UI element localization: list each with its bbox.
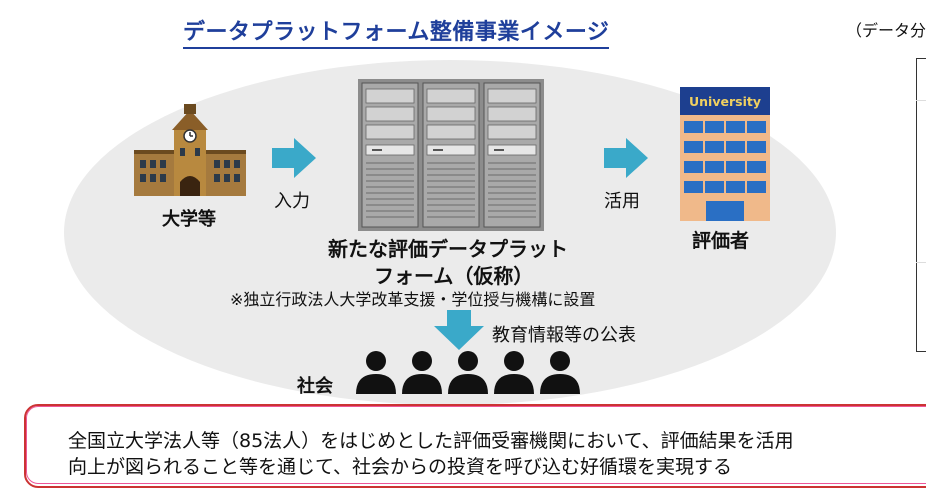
- side-document-divider: [916, 100, 926, 101]
- university-sign-text: University: [689, 94, 761, 109]
- platform-label-line1: 新たな評価データプラット: [328, 237, 568, 261]
- summary-line2: 向上が図られること等を通じて、社会からの投資を呼び込む好循環を実現する: [68, 456, 733, 478]
- university-label: 大学等: [162, 209, 216, 230]
- arrow-right-icon: [272, 138, 316, 178]
- use-label: 活用: [604, 191, 640, 212]
- publication-label: 教育情報等の公表: [492, 325, 636, 346]
- university-building-icon: [134, 104, 246, 196]
- people-icon: [356, 351, 580, 394]
- society-label: 社会: [297, 376, 333, 397]
- side-document-divider: [916, 262, 926, 263]
- data-category-note: （データ分: [846, 21, 926, 40]
- arrow-right-icon: [604, 138, 648, 178]
- platform-label-line2: フォーム（仮称）: [374, 264, 534, 288]
- side-document-frame: [916, 58, 926, 352]
- summary-line1: 全国立大学法人等（85法人）をはじめとした評価受審機関において、評価結果を活用: [68, 430, 794, 452]
- input-label: 入力: [274, 191, 310, 212]
- office-building-icon: University: [680, 87, 770, 221]
- arrow-down-icon: [434, 310, 484, 350]
- evaluator-label: 評価者: [692, 230, 750, 252]
- platform-note: ※独立行政法人大学改革支援・学位授与機構に設置: [230, 290, 596, 309]
- server-rack-icon: [358, 79, 544, 231]
- page-title: データプラットフォーム整備事業イメージ: [183, 14, 610, 49]
